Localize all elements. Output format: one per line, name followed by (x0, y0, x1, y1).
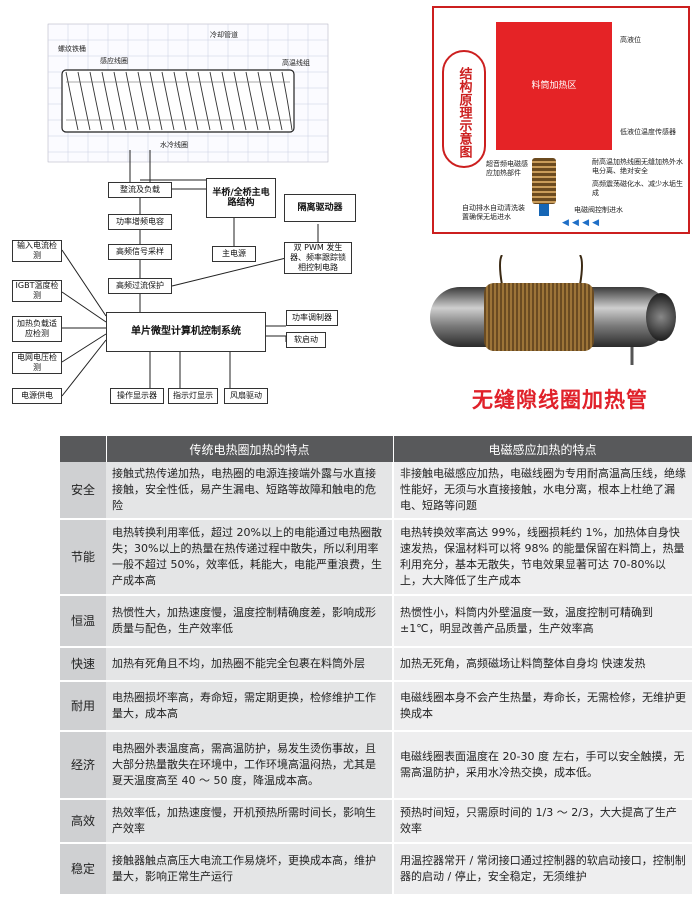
traditional-cell: 电热圈损坏率高，寿命短，需定期更换，检修维护工作量大，成本高 (106, 681, 394, 732)
diagram-connectors (61, 150, 319, 397)
diagram-lines (47, 23, 329, 397)
electromagnetic-cell: 加热无死角，高频磁场让料筒整体自身均 快速发热 (393, 647, 692, 682)
tube-end (646, 293, 676, 341)
auto-drain-label: 自动排水自动清洗装置确保无垢进水 (462, 204, 525, 221)
structure-title: 结构原理示意图 (442, 50, 486, 168)
electromagnetic-cell: 电磁线圈本身不会产生热量，寿命长，无需检修，无维护更换成本 (393, 681, 692, 732)
igbt-temp-box: IGBT温度检测 (12, 280, 62, 302)
structure-principle: 料筒加热区 结构原理示意图 高液位 低液位温度传感器 耐高温加热线圈无缝加热外水… (432, 6, 690, 234)
overcurrent-box: 高频过流保护 (108, 278, 172, 294)
table-row: 恒温 热惯性大，加热速度慢，温度控制精确度差，影响成形质量与配色，生产效率低 热… (60, 595, 692, 648)
ultra-label: 超音频电磁感应加热部件 (486, 160, 528, 177)
row-category: 耐用 (60, 681, 106, 732)
coil-label: 螺纹铁桶 (58, 45, 86, 53)
low-level-label: 低液位温度传感器 (620, 128, 676, 136)
barrel-coil (61, 69, 295, 133)
coil-label: 高温线组 (282, 59, 310, 67)
power-supply-box: 电源供电 (12, 388, 62, 404)
float-label: 高频震荡磁化水、减少水垢生成 (592, 180, 683, 197)
indicator-box: 指示灯显示 (168, 388, 218, 404)
load-detect-box: 加热负载适应检测 (12, 316, 62, 342)
tube-title: 无缝隙线圈加热管 (472, 388, 648, 412)
header-blank (60, 436, 107, 462)
electromagnetic-cell: 用温控器常开 / 常闭接口通过控制器的软启动接口，控制制器的启动 / 停止，安全… (393, 843, 692, 896)
soft-start-box: 软启动 (286, 332, 326, 348)
pipe-inlet (539, 204, 549, 216)
water-flow-arrow-icon: ◀ ◀ ◀ ◀ (562, 218, 600, 228)
traditional-cell: 电热转换利用率低，超过 20%以上的电能通过电热圈散失；30%以上的热量在热传递… (106, 519, 394, 596)
electromagnetic-cell: 电热转换效率高达 99%，线圈损耗约 1%，加热体自身快速发热，保温材料可以将 … (393, 519, 692, 596)
comparison-table: 传统电热圈加热的特点 电磁感应加热的特点 安全 接触式热传递加热，电热圈的电源连… (60, 436, 693, 896)
table-row: 稳定 接触器触点高压大电流工作易烧坏，更换成本高，维护量大，影响正常生产运行 用… (60, 843, 692, 896)
sampling-box: 高频信号采样 (108, 244, 172, 260)
input-current-box: 输入电流检测 (12, 240, 62, 262)
table-row: 快速 加热有死角且不均，加热圈不能完全包裹在料筒外层 加热无死角，高频磁场让料筒… (60, 647, 692, 682)
power-adjust-box: 功率调制器 (286, 310, 338, 326)
fan-box: 风扇驱动 (224, 388, 268, 404)
control-block-diagram: 螺纹铁桶 感应线圈 冷却管道 高温线组 水冷线圈 整流及负载 功率增频电容 高频… (0, 0, 420, 420)
row-category: 经济 (60, 731, 106, 800)
valve-label: 电磁阀控制进水 (574, 206, 623, 214)
coil-desc-label: 耐高温加热线圈无缝加热外水电分离、绝对安全 (592, 158, 683, 175)
traditional-cell: 热惯性大，加热速度慢，温度控制精确度差，影响成形质量与配色，生产效率低 (106, 595, 394, 648)
traditional-cell: 接触式热传递加热，电热圈的电源连接端外露与水直接接触，安全性低，易产生漏电、短路… (106, 462, 394, 520)
row-category: 节能 (60, 519, 106, 596)
table-header: 传统电热圈加热的特点 电磁感应加热的特点 (60, 436, 693, 462)
traditional-cell: 热效率低，加热速度慢，开机预热所需时间长，影响生产效率 (106, 799, 394, 844)
tube-coil (484, 283, 594, 351)
capacitor-box: 功率增频电容 (108, 214, 172, 230)
traditional-cell: 电热圈外表温度高，需高温防护，易发生烫伤事故，且大部分热量散失在环境中，工作环境… (106, 731, 394, 800)
header-traditional: 传统电热圈加热的特点 (106, 436, 394, 462)
table-row: 耐用 电热圈损坏率高，寿命短，需定期更换，检修维护工作量大，成本高 电磁线圈本身… (60, 681, 692, 732)
coil-label: 水冷线圈 (160, 141, 188, 149)
coil-pipe (532, 158, 556, 204)
header-electromagnetic: 电磁感应加热的特点 (393, 436, 693, 462)
row-category: 恒温 (60, 595, 106, 648)
tube-leads (499, 255, 634, 365)
coil-label: 感应线圈 (100, 57, 128, 65)
row-category: 快速 (60, 647, 106, 682)
row-category: 高效 (60, 799, 106, 844)
table-row: 安全 接触式热传递加热，电热圈的电源连接端外露与水直接接触，安全性低，易产生漏电… (60, 462, 692, 520)
main-power-box: 主电源 (212, 246, 256, 262)
heating-tube-photo (422, 255, 692, 375)
row-category: 稳定 (60, 843, 106, 896)
barrel-tank: 料筒加热区 (496, 22, 612, 150)
high-level-label: 高液位 (620, 36, 641, 44)
row-category: 安全 (60, 462, 106, 520)
electromagnetic-cell: 非接触电磁感应加热，电磁线圈为专用耐高温高压线，绝缘性能好，无须与水直接接触，水… (393, 462, 692, 520)
table-row: 高效 热效率低，加热速度慢，开机预热所需时间长，影响生产效率 预热时间短，只需原… (60, 799, 692, 844)
electromagnetic-cell: 预热时间短，只需原时间的 1/3 ～ 2/3，大大提高了生产效率 (393, 799, 692, 844)
grid-voltage-box: 电网电压检测 (12, 352, 62, 374)
traditional-cell: 加热有死角且不均，加热圈不能完全包裹在料筒外层 (106, 647, 394, 682)
keypad-box: 操作显示器 (110, 388, 164, 404)
coil-label: 冷却管道 (210, 31, 238, 39)
isolation-driver-box: 隔离驱动器 (284, 194, 356, 222)
tank-label: 料筒加热区 (531, 81, 577, 91)
pwm-generator-box: 双 PWM 发生器、频率跟踪锁相控制电路 (284, 242, 352, 274)
mcu-control-box: 单片微型计算机控制系统 (106, 312, 266, 352)
table-row: 节能 电热转换利用率低，超过 20%以上的电能通过电热圈散失；30%以上的热量在… (60, 519, 692, 596)
rectifier-box: 整流及负载 (108, 182, 172, 198)
electromagnetic-cell: 热惯性小，料筒内外壁温度一致，温度控制可精确到 ±1℃，明显改善产品质量，生产效… (393, 595, 692, 648)
bridge-box: 半桥/全桥主电路结构 (206, 178, 276, 218)
electromagnetic-cell: 电磁线圈表面温度在 20-30 度 左右，手可以安全触摸，无需高温防护，采用水冷… (393, 731, 692, 800)
table-row: 经济 电热圈外表温度高，需高温防护，易发生烫伤事故，且大部分热量散失在环境中，工… (60, 731, 692, 800)
traditional-cell: 接触器触点高压大电流工作易烧坏，更换成本高，维护量大，影响正常生产运行 (106, 843, 394, 896)
